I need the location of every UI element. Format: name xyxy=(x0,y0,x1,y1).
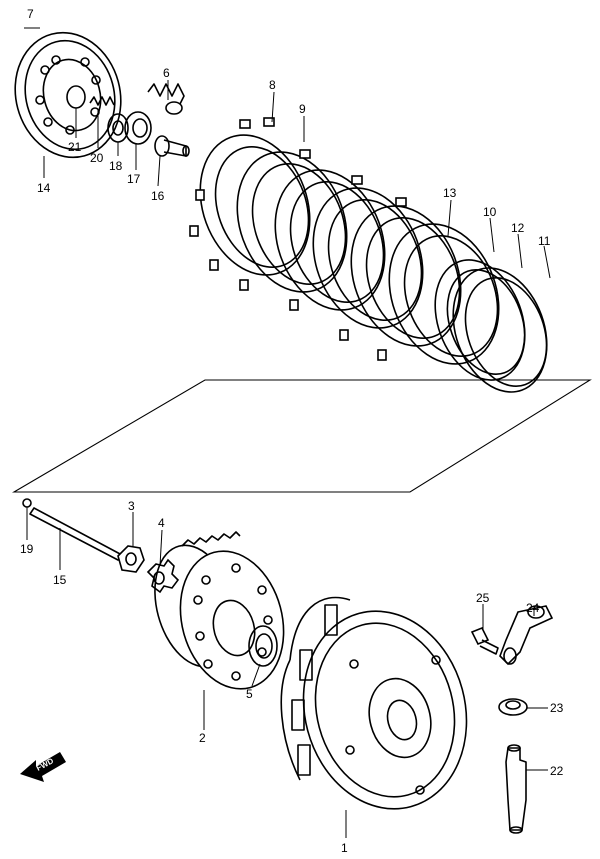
lever-bolt xyxy=(470,626,499,655)
callout-25: 25 xyxy=(476,591,490,605)
lock-washer xyxy=(146,558,180,594)
fwd-arrow: FWD xyxy=(20,752,66,782)
release-bearing xyxy=(124,111,152,145)
callout-22: 22 xyxy=(550,764,564,778)
thrust-washer xyxy=(248,625,278,667)
callout-4: 4 xyxy=(158,516,165,530)
callout-6: 6 xyxy=(163,66,170,80)
assembly-boundary-lines xyxy=(11,379,592,493)
callout-16: 16 xyxy=(151,189,165,203)
callout-19: 19 xyxy=(20,542,34,556)
pressure-plate xyxy=(14,31,122,159)
callout-17: 17 xyxy=(127,172,141,186)
callout-11: 11 xyxy=(538,234,551,248)
release-shaft xyxy=(505,744,527,834)
callout-12: 12 xyxy=(511,221,525,235)
push-rod xyxy=(29,507,123,561)
callout-18: 18 xyxy=(109,159,123,173)
clutch-housing xyxy=(280,596,468,810)
clutch-sleeve-hub xyxy=(154,531,285,690)
callout-10: 10 xyxy=(483,205,497,219)
leader-lines xyxy=(24,27,551,838)
callout-21: 21 xyxy=(68,140,82,154)
oil-seal xyxy=(498,698,528,716)
clutch-spring xyxy=(147,83,185,115)
clutch-rings xyxy=(434,259,548,393)
release-lifter-pin xyxy=(154,135,190,157)
steel-ball xyxy=(22,498,32,508)
callout-23: 23 xyxy=(550,701,564,715)
callout-13: 13 xyxy=(443,186,457,200)
callout-9: 9 xyxy=(299,102,306,116)
callouts: 1 2 3 4 5 6 7 8 9 10 11 12 13 14 15 16 1… xyxy=(20,7,564,855)
release-lever xyxy=(499,605,554,666)
callout-14: 14 xyxy=(37,181,51,195)
clutch-nut xyxy=(117,545,145,573)
callout-8: 8 xyxy=(269,78,276,92)
small-spring xyxy=(89,96,115,106)
callout-2: 2 xyxy=(199,731,206,745)
callout-20: 20 xyxy=(90,151,104,165)
callout-24: 24 xyxy=(526,601,540,615)
callout-5: 5 xyxy=(246,687,253,701)
callout-3: 3 xyxy=(128,499,135,513)
callout-15: 15 xyxy=(53,573,67,587)
callout-7: 7 xyxy=(27,7,34,21)
callout-1: 1 xyxy=(341,841,348,855)
clutch-plate-stack xyxy=(189,117,500,365)
